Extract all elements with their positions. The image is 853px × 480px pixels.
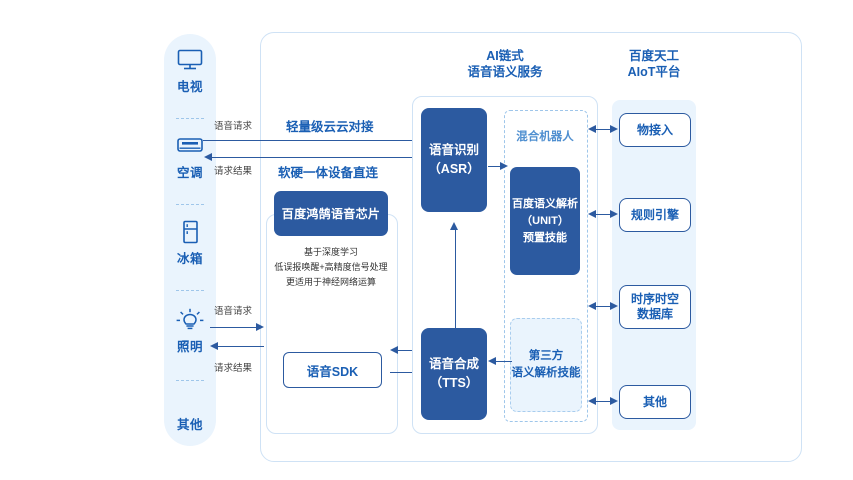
connector-aiot-1-line [594,129,612,130]
voice-sdk-label: 语音SDK [306,364,359,379]
connector-aiot-2-line [594,214,612,215]
refrigerator-icon [183,220,198,244]
ai-service-title-line2: 语音语义服务 [467,65,543,79]
tts-label-line2: （TTS） [429,376,479,390]
hybrid-robot-label: 混合机器人 [516,131,574,143]
aiot-item-thing-access[interactable]: 物接入 [619,113,691,147]
connector-aiot-3-arrow-right [610,302,618,310]
sidebar-item-lighting[interactable]: 照明 [164,308,216,355]
third-label-line1: 第三方 [528,350,564,362]
chip-desc-line1: 基于深度学习 [303,247,358,257]
connector-aiot-3-line [594,306,612,307]
asr-label-line2: （ASR） [428,162,480,176]
column-title-ai-service: AI链式 语音语义服务 [430,48,580,80]
device-sidebar [164,34,216,446]
connector-aiot-2-arrow-left [588,210,596,218]
connector-asr-to-unit-line [488,166,502,167]
aiot-item-timeseries-db[interactable]: 时序时空 数据库 [619,285,691,329]
column-title-aiot: 百度天工 AIoT平台 [612,48,696,80]
flow-label-bottom-result: 请求结果 [214,363,253,374]
mode-label-cloud: 轻量级云云对接 [286,120,374,134]
voice-sdk-box[interactable]: 语音SDK [283,352,382,388]
connector-aiot-4-line [594,401,612,402]
baidu-honghu-chip-box: 百度鸿鹄语音芯片 [274,191,388,236]
sidebar-item-tv[interactable]: 电视 [164,48,216,95]
connector-device-result-arrowhead [210,342,218,350]
hybrid-robot-group [504,110,588,422]
connector-aiot-4-arrow-right [610,397,618,405]
connector-aiot-1-arrow-right [610,125,618,133]
aiot-item-rule-engine[interactable]: 规则引擎 [619,198,691,232]
asr-label-line1: 语音识别 [428,143,479,157]
connector-result-line [212,157,413,158]
sidebar-item-refrigerator[interactable]: 冰箱 [164,220,216,267]
connector-sdk-in-arrowhead [390,346,398,354]
flow-label-top-result: 请求结果 [214,166,253,177]
sidebar-item-other[interactable]: 其他 [164,404,216,433]
third-label-line2: 语义解析技能 [511,367,581,379]
connector-third-to-tts-arrowhead [488,357,496,365]
aiot-title-line1: 百度天工 [628,49,679,63]
connector-device-request-line [210,327,256,328]
connector-sdk-in-line [398,350,420,351]
connector-aiot-1-arrow-left [588,125,596,133]
chip-desc-line2: 低误报唤醒+高精度信号处理 [274,262,388,272]
lightbulb-icon [176,308,204,330]
sidebar-item-air-conditioner[interactable]: 空调 [164,134,216,181]
connector-aiot-4-arrow-left [588,397,596,405]
connector-third-to-tts-line [496,361,512,362]
sidebar-divider [176,290,204,291]
aiot-platform-panel [612,100,696,430]
connector-tts-to-asr-line [455,230,456,328]
connector-sdk-out-line [390,372,412,373]
aiot-item-label-line2b: 数据库 [636,307,673,321]
aiot-title-line2: AIoT平台 [627,65,681,79]
aiot-item-label: 规则引擎 [630,207,679,222]
sidebar-divider [176,118,204,119]
connector-tts-to-asr-arrowhead [450,222,458,230]
tv-icon [177,49,203,70]
flow-label-top-request: 语音请求 [214,121,253,132]
sidebar-item-label: 空调 [176,166,203,180]
mode-label-device: 软硬一体设备直连 [278,166,379,180]
connector-asr-to-unit-arrowhead [500,162,508,170]
connector-request-line [203,140,413,141]
third-party-semantic-box: 第三方 语义解析技能 [510,318,582,412]
sidebar-item-label: 照明 [176,340,203,354]
connector-device-result-line [218,346,264,347]
unit-label-line2: （UNIT） [521,214,569,227]
ai-service-title-line1: AI链式 [486,49,524,63]
chip-description: 基于深度学习 低误报唤醒+高精度信号处理 更适用于神经网络运算 [266,245,396,290]
tts-box: 语音合成 （TTS） [421,328,487,420]
unit-label-line1: 百度语义解析 [512,197,578,210]
sidebar-item-label: 其他 [176,418,203,432]
asr-box: 语音识别 （ASR） [421,108,487,212]
aiot-item-other[interactable]: 其他 [619,385,691,419]
sidebar-item-label: 冰箱 [176,252,203,266]
unit-label-line3: 预置技能 [523,231,567,244]
tts-label-line1: 语音合成 [428,357,479,371]
sidebar-divider [176,380,204,381]
connector-aiot-2-arrow-right [610,210,618,218]
aiot-item-label-line1: 时序时空 [630,292,679,306]
chip-title: 百度鸿鹄语音芯片 [281,207,381,221]
connector-aiot-3-arrow-left [588,302,596,310]
sidebar-divider [176,204,204,205]
device-chip-panel [266,214,398,434]
connector-device-request-arrowhead [256,323,264,331]
unit-semantic-box: 百度语义解析 （UNIT） 预置技能 [510,167,580,275]
flow-label-bottom-request: 语音请求 [214,306,253,317]
connector-result-arrowhead [204,153,212,161]
aiot-item-label: 其他 [642,394,667,409]
air-conditioner-icon [177,138,203,152]
aiot-item-label: 物接入 [636,122,673,137]
sidebar-item-label: 电视 [176,80,203,94]
chip-desc-line3: 更适用于神经网络运算 [285,277,376,287]
